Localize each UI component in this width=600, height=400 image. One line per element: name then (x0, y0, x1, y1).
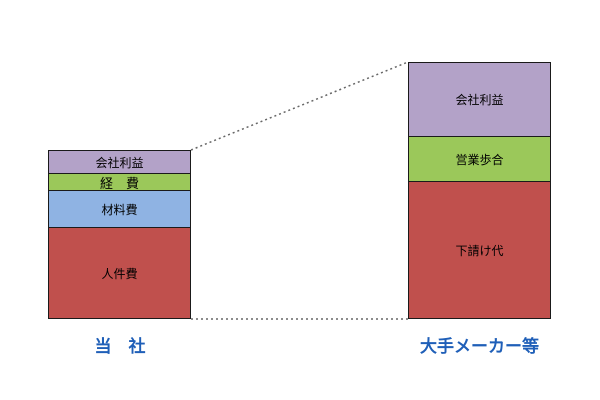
right-segment-subcontract-label: 下請け代 (455, 243, 504, 258)
left-segment-labor-label: 人件費 (101, 266, 138, 281)
left-column-caption: 当 社 (94, 337, 146, 357)
right-segment-profit: 会社利益 (408, 62, 551, 137)
left-segment-expenses-label: 経 費 (99, 176, 139, 192)
left-segment-profit: 会社利益 (48, 150, 191, 174)
right-segment-subcontract: 下請け代 (408, 181, 551, 319)
left-segment-expenses: 経 費 (48, 173, 191, 192)
left-segment-profit-label: 会社利益 (95, 155, 144, 170)
left-segment-labor: 人件費 (48, 227, 191, 319)
right-segment-profit-label: 会社利益 (455, 93, 504, 107)
right-segment-sales-commission-label: 営業歩合 (455, 152, 504, 167)
right-segment-sales-commission: 営業歩合 (408, 136, 551, 182)
right-column-caption: 大手メーカー等 (420, 337, 539, 357)
left-segment-materials: 材料費 (48, 190, 191, 228)
left-segment-materials-label: 材料費 (101, 202, 138, 217)
connector-top (190, 61, 409, 151)
